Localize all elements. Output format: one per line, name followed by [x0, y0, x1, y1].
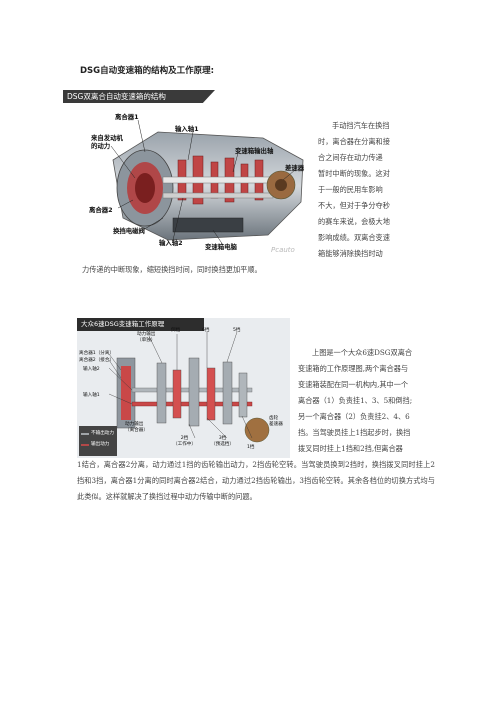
label-gear1: 1挡 [247, 445, 255, 450]
p1-line: 时，离合器在分离和接 [318, 137, 390, 146]
label-power-out-bottom: 动力输出 （离合器） [125, 422, 148, 433]
label-power-out-top: 动力输出 （单独） [137, 332, 156, 343]
label-reverse: 倒档 [171, 328, 181, 333]
label-gear3: 3挡 （预选挡） [211, 436, 234, 447]
p1-line: 箱能够消除换挡时动 [318, 249, 383, 258]
paragraph2-full-text: 1结合，离合器2分离，动力通过1挡的齿轮输出动力，2挡齿轮空转。当驾驶员换到2挡… [77, 460, 435, 501]
watermark-logo: Pcauto [271, 246, 295, 254]
label-input-shaft1: 输入轴1 [175, 125, 199, 133]
p2-line: 变速箱的工作原理图,两个离合器与 [298, 364, 409, 373]
label-shift-solenoid: 换挡电磁阀 [113, 227, 145, 235]
dsg-structure-figure: Pcauto DSG双离合自动变速箱的结构 离合器1 输入轴1 来自发动机 的动… [63, 90, 325, 260]
p2-line: 拨叉同时挂上1挡和2挡,但离合器 [298, 444, 403, 453]
p1-line: 合之间存在动力传递 [318, 153, 383, 162]
label-input-shaft2: 输入轴2 [83, 367, 100, 372]
dsg-working-principle-figure: 大众6速DSG变速箱工作原理 动力输出 （单独） 倒档 6挡 5挡 离合器1（分… [77, 318, 290, 458]
p1-line: 的赛车来说，会极大地 [318, 217, 390, 226]
legend-output: 输出动力 [91, 442, 110, 447]
legend-no-output: 不输出动力 [91, 431, 114, 436]
label-input-shaft1: 输入轴1 [83, 393, 100, 398]
label-engine-power: 来自发动机 的动力 [91, 134, 123, 150]
dsg-schematic-illustration [77, 318, 290, 458]
p1-line: 手动挡汽车在换挡 [332, 121, 390, 130]
label-differential: 齿轮 差速器 [269, 416, 283, 427]
paragraph1-full-line: 力传递的中断现象，缩短换挡时间，同时换挡更加平顺。 [82, 265, 262, 274]
label-clutch2: 离合器2 [89, 206, 113, 214]
document-title: DSG自动变速箱的结构及工作原理: [80, 66, 215, 76]
label-input-shaft2: 输入轴2 [159, 239, 183, 247]
paragraph1-right-column: 手动挡汽车在换挡 时，离合器在分离和接 合之间存在动力传递 暂时中断的现象。这对… [318, 118, 418, 262]
label-clutch2-engaged: 离合器2（接合） [79, 358, 115, 363]
p2-line: 上图是一个大众6速DSG双离合 [312, 348, 413, 357]
label-output-shaft: 变速箱输出轴 [235, 147, 274, 155]
p2-line: 离合器（1）负责挂1、3、5和倒挡; [298, 396, 413, 405]
p2-line: 另一个离合器（2）负责挂2、4、6 [298, 412, 410, 421]
p1-line: 不大，但对于争分夺秒 [318, 201, 390, 210]
p1-line: 影响成绩。双离合变速 [318, 233, 390, 242]
label-clutch1: 离合器1 [115, 113, 139, 121]
p2-line: 变速箱装配在同一机构内,其中一个 [298, 380, 409, 389]
label-clutch1-separated: 离合器1（分离） [79, 351, 115, 356]
paragraph2-right-column: 上图是一个大众6速DSG双离合 变速箱的工作原理图,两个离合器与 变速箱装配在同… [298, 345, 428, 457]
label-differential: 差速器 [285, 164, 305, 172]
figure2-banner: 大众6速DSG变速箱工作原理 [77, 318, 204, 331]
label-gear5: 5挡 [233, 328, 241, 333]
p2-line: 挡。当驾驶员挂上1挡起步时，换挡 [298, 428, 411, 437]
gearbox-cutaway-illustration: Pcauto [110, 119, 304, 254]
label-transmission-ecu: 变速箱电脑 [205, 243, 237, 251]
p1-line: 于一般的民用车影响 [318, 185, 383, 194]
p1-line: 暂时中断的现象。这对 [318, 169, 390, 178]
figure1-banner: DSG双离合自动变速箱的结构 [63, 90, 215, 103]
label-gear2: 2挡 （工作中） [173, 436, 196, 447]
label-gear6: 6挡 [202, 328, 210, 333]
